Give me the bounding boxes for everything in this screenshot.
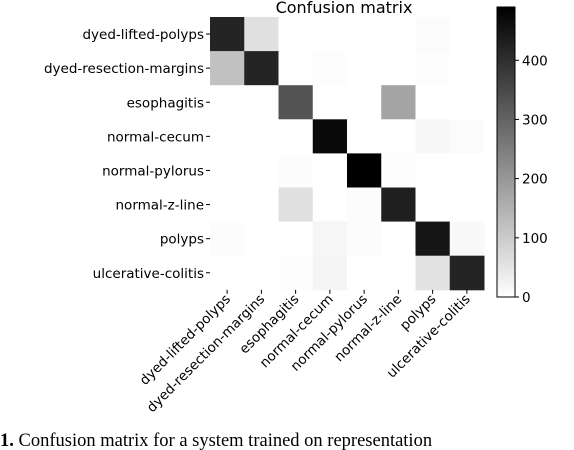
heatmap-cell	[415, 119, 451, 154]
heatmap-cell	[415, 187, 451, 223]
heatmap-cell	[449, 119, 485, 154]
heatmap-cell	[244, 17, 279, 52]
heatmap-cell	[381, 187, 416, 223]
heatmap-cell	[312, 85, 348, 120]
heatmap-cell	[415, 255, 451, 291]
heatmap-cell	[210, 153, 245, 188]
heatmap-cell	[449, 153, 485, 188]
heatmap-cell	[210, 17, 245, 52]
row-label: polyps	[160, 232, 204, 248]
heatmap-cell	[312, 187, 348, 223]
heatmap-cell	[244, 119, 279, 154]
heatmap-cell	[278, 187, 314, 223]
heatmap-cell	[312, 17, 348, 52]
heatmap-cell	[449, 221, 485, 257]
heatmap-cell	[415, 51, 451, 86]
heatmap-cell	[210, 221, 245, 257]
colorbar-tick-label: 200	[522, 172, 548, 188]
heatmap-cell	[312, 119, 348, 154]
heatmap-cell	[244, 51, 279, 86]
row-label: esophagitis	[127, 95, 204, 111]
heatmap-cell	[449, 51, 485, 86]
heatmap-cell	[347, 85, 382, 120]
heatmap-cell	[381, 51, 416, 86]
caption-prefix: 1.	[0, 432, 14, 450]
heatmap-cell	[312, 51, 348, 86]
heatmap-cell	[381, 153, 416, 188]
heatmap-cell	[347, 119, 382, 154]
heatmap-cell	[210, 187, 245, 223]
heatmap-cell	[415, 17, 451, 52]
heatmap-cell	[278, 85, 314, 120]
heatmap-cells	[210, 17, 485, 291]
heatmap-cell	[244, 255, 279, 291]
heatmap-cell	[278, 51, 314, 86]
chart-title: Confusion matrix	[276, 0, 413, 17]
column-labels: dyed-lifted-polypsdyed-resection-margins…	[137, 289, 474, 416]
heatmap-cell	[278, 221, 314, 257]
heatmap-cell	[210, 255, 245, 291]
colorbar: 0 100 200 300 400	[496, 6, 548, 306]
heatmap-cell	[347, 17, 382, 52]
heatmap-cell	[449, 255, 485, 291]
heatmap-cell	[244, 221, 279, 257]
heatmap-cell	[381, 17, 416, 52]
heatmap-cell	[449, 187, 485, 223]
colorbar-tick-label: 0	[522, 290, 531, 306]
heatmap-cell	[278, 153, 314, 188]
caption-text: Confusion matrix for a system trained on…	[13, 432, 433, 450]
heatmap-cell	[415, 85, 451, 120]
heatmap-cell	[415, 221, 451, 257]
heatmap-cell	[381, 119, 416, 154]
heatmap-cell	[381, 255, 416, 291]
heatmap-cell	[312, 153, 348, 188]
figure-caption: 1. Confusion matrix for a system trained…	[0, 432, 574, 450]
row-labels: dyed-lifted-polyps dyed-resection-margins…	[44, 27, 210, 282]
heatmap-cell	[381, 221, 416, 257]
row-label: dyed-resection-margins	[44, 61, 204, 77]
heatmap-cell	[312, 221, 348, 257]
colorbar-tick-label: 100	[522, 231, 548, 247]
heatmap-cell	[347, 221, 382, 257]
heatmap-cell	[278, 17, 314, 52]
row-label: ulcerative-colitis	[93, 266, 204, 282]
heatmap-cell	[210, 119, 245, 154]
heatmap-cell	[415, 153, 451, 188]
row-label: dyed-lifted-polyps	[82, 27, 204, 43]
heatmap-cell	[244, 85, 279, 120]
heatmap-cell	[244, 153, 279, 188]
heatmap-cell	[449, 85, 485, 120]
confusion-matrix-figure: Confusion matrix dyed-lifted-polyps dyed-…	[44, 0, 548, 416]
heatmap-cell	[278, 119, 314, 154]
row-label: normal-z-line	[116, 198, 205, 214]
heatmap-cell	[278, 255, 314, 291]
heatmap-cell	[210, 51, 245, 86]
colorbar-gradient	[496, 6, 516, 298]
heatmap-cell	[381, 85, 416, 120]
heatmap-cell	[347, 153, 382, 188]
heatmap-cell	[449, 17, 485, 52]
row-label: normal-cecum	[107, 129, 204, 145]
heatmap-cell	[347, 187, 382, 223]
heatmap-cell	[312, 255, 348, 291]
heatmap-cell	[210, 85, 245, 120]
colorbar-tick-label: 400	[522, 53, 548, 69]
heatmap-cell	[347, 255, 382, 291]
colorbar-tick-label: 300	[522, 112, 548, 128]
row-label: normal-pylorus	[102, 163, 204, 179]
heatmap-cell	[244, 187, 279, 223]
heatmap-cell	[347, 51, 382, 86]
